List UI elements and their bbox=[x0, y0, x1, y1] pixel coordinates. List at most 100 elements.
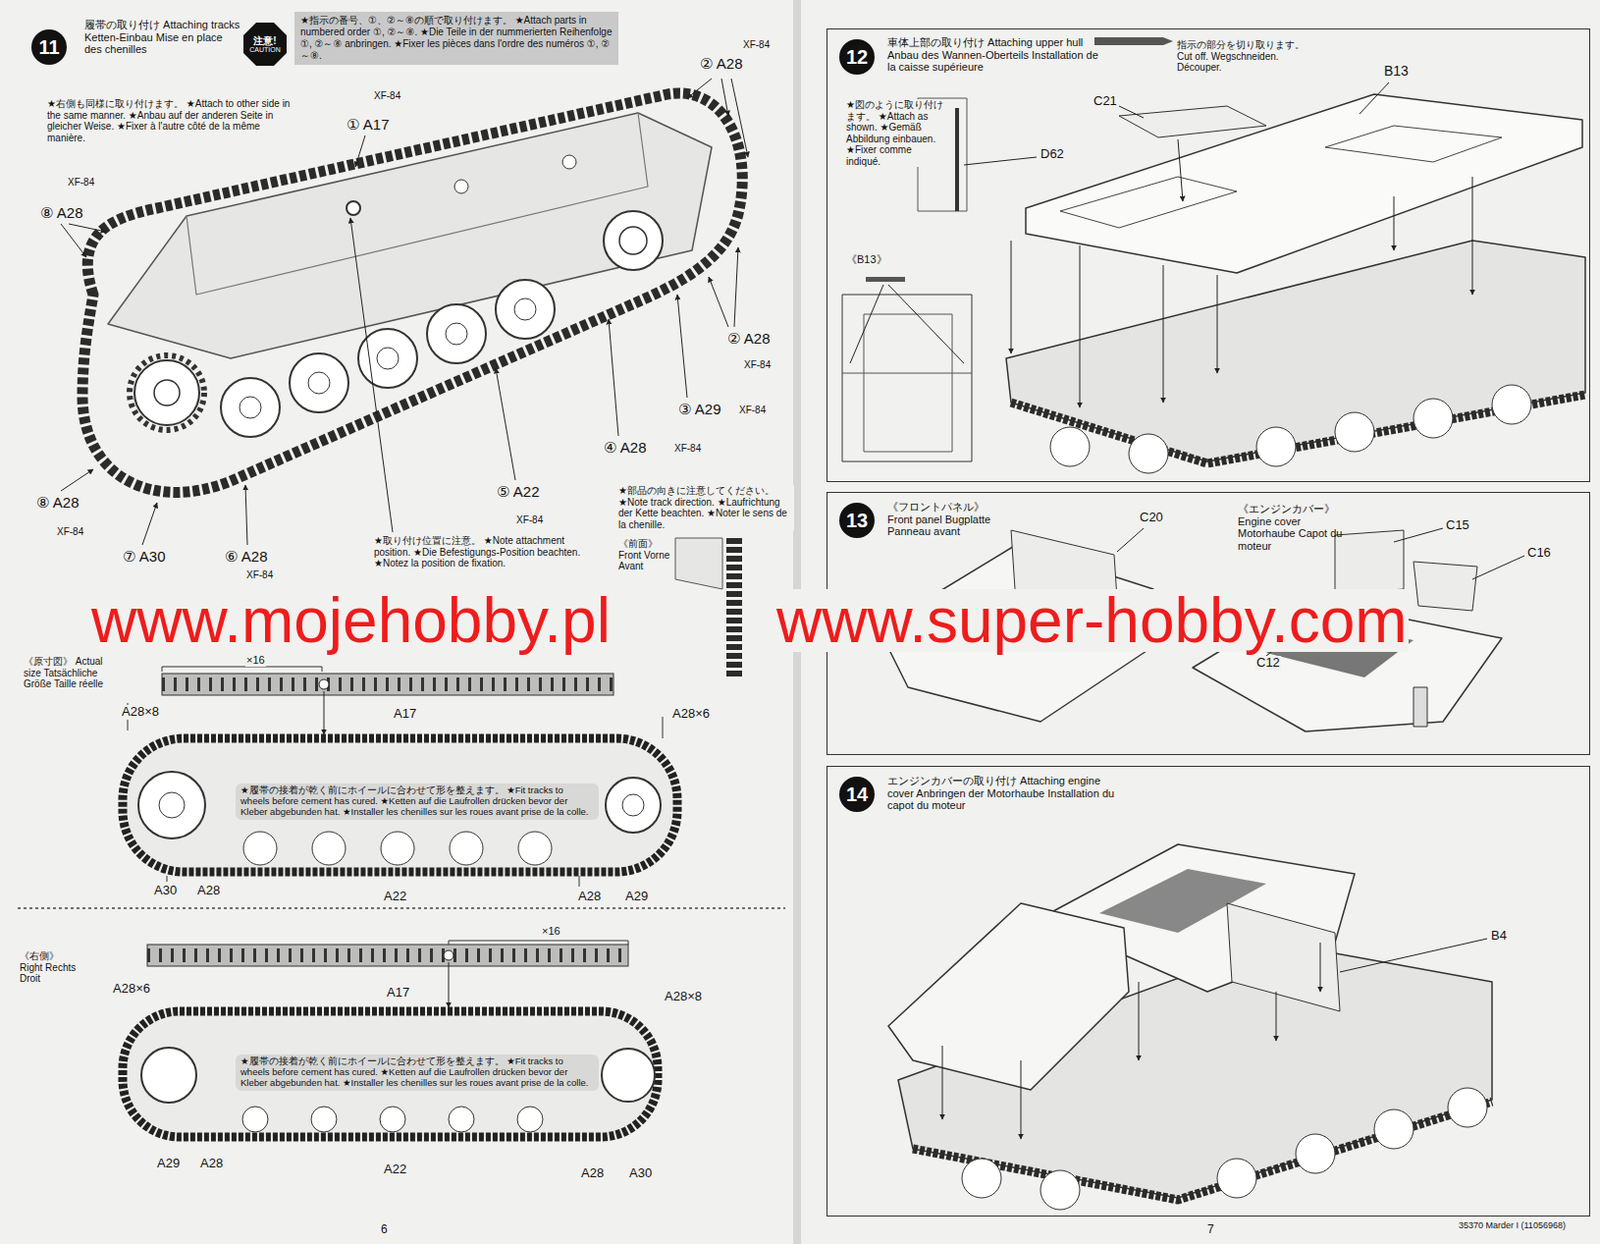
left-side-view-part bbox=[622, 794, 644, 816]
step12-drawing-part bbox=[1025, 94, 1583, 273]
step-heading: 車体上部の取り付け Attaching upper hull Anbau des… bbox=[887, 36, 1099, 74]
right-side-view-part bbox=[242, 1106, 268, 1132]
leader-arrows-part bbox=[687, 78, 712, 99]
step14-drawing-part bbox=[1226, 903, 1340, 1012]
step12-drawing-part bbox=[1163, 37, 1174, 46]
step11-hull-track-part bbox=[129, 355, 205, 430]
leader-arrows-part bbox=[677, 294, 688, 398]
part-label: ×16 bbox=[540, 924, 562, 938]
note-text: ★右側も同様に取り付けます。 ★Attach to other side in … bbox=[46, 98, 294, 144]
note-text: ★部品の向きに注意してください。 ★Note track direction. … bbox=[617, 484, 795, 531]
step11-hull-track-part bbox=[289, 353, 349, 413]
step14-drawing-part-part bbox=[1320, 942, 1322, 992]
leader-arrows-part bbox=[350, 217, 393, 533]
track-direction-detail bbox=[675, 537, 735, 678]
step14-drawing-part bbox=[1217, 1158, 1257, 1198]
part-label: 35370 Marder I (11056968) bbox=[1457, 1220, 1567, 1230]
part-label: B4 bbox=[1490, 928, 1508, 944]
step12-drawing-part-part bbox=[1393, 196, 1395, 251]
step11-hull-track-part bbox=[619, 226, 647, 255]
part-label: 7 bbox=[1206, 1223, 1216, 1237]
node-text: 14 bbox=[846, 783, 868, 806]
step14-drawing bbox=[888, 844, 1493, 1210]
right-side-view-part bbox=[448, 961, 450, 1008]
left-side-view-part bbox=[243, 831, 277, 865]
step-heading: 《エンジンカバー》 Engine cover Motorhaube Capot … bbox=[1237, 502, 1361, 553]
step-title: 履帯の取り付け Attaching tracks Ketten-Einbau M… bbox=[83, 18, 243, 56]
step13-drawing-part bbox=[1393, 528, 1443, 542]
part-label: A28×8 bbox=[663, 989, 703, 1005]
part-label: XF-84 bbox=[673, 442, 702, 455]
part-label: A28×6 bbox=[111, 981, 152, 997]
part-label: A28×6 bbox=[671, 706, 711, 722]
step-number: 12 bbox=[839, 39, 875, 75]
step12-drawing-part bbox=[1492, 384, 1532, 425]
part-label: A17 bbox=[392, 706, 418, 722]
step11-hull-track bbox=[82, 93, 743, 493]
step11-hull-track-part bbox=[308, 372, 330, 394]
step12-drawing-part-part bbox=[1472, 176, 1474, 295]
step11-hull-track-part bbox=[346, 201, 361, 215]
part-label: XF-84 bbox=[743, 359, 772, 372]
part-label: A28 bbox=[580, 1166, 605, 1181]
part-label: A22 bbox=[382, 1162, 408, 1177]
callout-number: ③ A29 bbox=[677, 400, 722, 418]
callout-number: ① A17 bbox=[345, 115, 390, 133]
step13-drawing-part bbox=[1117, 528, 1144, 552]
leader-arrows-part bbox=[68, 223, 107, 232]
part-label: A28×8 bbox=[120, 704, 160, 720]
callout-number: ④ A28 bbox=[602, 438, 647, 456]
left-side-view-part bbox=[518, 831, 552, 865]
step11-hull-track-part bbox=[358, 328, 418, 388]
right-side-view-part bbox=[448, 940, 629, 945]
step12-drawing-part-part bbox=[1177, 139, 1183, 202]
step13-drawing-part bbox=[1413, 561, 1478, 611]
part-label: C12 bbox=[1255, 655, 1281, 671]
node-text: 11 bbox=[38, 36, 59, 59]
right-side-view-part bbox=[122, 1011, 658, 1137]
part-label: XF-84 bbox=[55, 526, 85, 538]
leader-arrows-part bbox=[355, 135, 366, 167]
right-side-view-part bbox=[147, 944, 629, 966]
step11-hull-track-part bbox=[445, 322, 468, 345]
right-side-view-part bbox=[141, 1047, 197, 1103]
step11-hull-track-part bbox=[239, 396, 262, 419]
step12-drawing-part bbox=[1050, 426, 1090, 467]
part-label: C21 bbox=[1092, 94, 1119, 109]
left-side-view-part bbox=[449, 831, 483, 865]
step14-drawing-part bbox=[1447, 1087, 1488, 1127]
part-label: A30 bbox=[153, 883, 178, 899]
step-panel: エンジンカバーの取り付け Attaching engine cover Anbr… bbox=[826, 765, 1591, 1217]
step12-drawing-part bbox=[1119, 106, 1144, 118]
step12-drawing-part bbox=[1256, 426, 1296, 467]
callout-number: ⑦ A30 bbox=[121, 547, 166, 565]
part-label: A30 bbox=[628, 1166, 653, 1181]
step14-drawing-part bbox=[1040, 1170, 1080, 1210]
step14-drawing-part-part bbox=[1020, 1060, 1022, 1139]
step14-drawing-part bbox=[1295, 1133, 1335, 1174]
part-label: B13 bbox=[1383, 62, 1410, 79]
step12-drawing-part bbox=[863, 314, 953, 452]
step14-drawing-part bbox=[1339, 938, 1488, 972]
part-label: C20 bbox=[1138, 510, 1165, 526]
step11-hull-track-part bbox=[220, 377, 280, 437]
step12-drawing-part bbox=[963, 157, 1037, 165]
note-text: ★図のように取り付けます。 ★Attach as shown. ★Gemäß A… bbox=[845, 99, 946, 167]
step14-drawing-part bbox=[888, 903, 1129, 1090]
callout-number: ⑤ A22 bbox=[495, 482, 540, 500]
part-label: A29 bbox=[624, 889, 649, 905]
step12-drawing-part bbox=[955, 107, 960, 212]
right-side-view-part bbox=[517, 1106, 543, 1132]
callout-number: ⑥ A28 bbox=[223, 547, 268, 565]
leader-arrows-part bbox=[60, 223, 87, 258]
note-bubble: ★履帯の接着が乾く前にホイールに合わせて形を整えます。 ★Fit tracks … bbox=[235, 1054, 599, 1091]
note-text: 《前面》 Front Vorne Avant bbox=[617, 537, 674, 573]
part-label: C16 bbox=[1526, 545, 1552, 561]
right-side-view-part bbox=[147, 948, 629, 962]
step12-drawing-part bbox=[1119, 106, 1267, 138]
step12-drawing-part bbox=[850, 284, 884, 364]
part-label: XF-84 bbox=[742, 39, 771, 52]
step-number: 13 bbox=[839, 502, 875, 538]
step11-hull-track-part bbox=[134, 360, 200, 426]
